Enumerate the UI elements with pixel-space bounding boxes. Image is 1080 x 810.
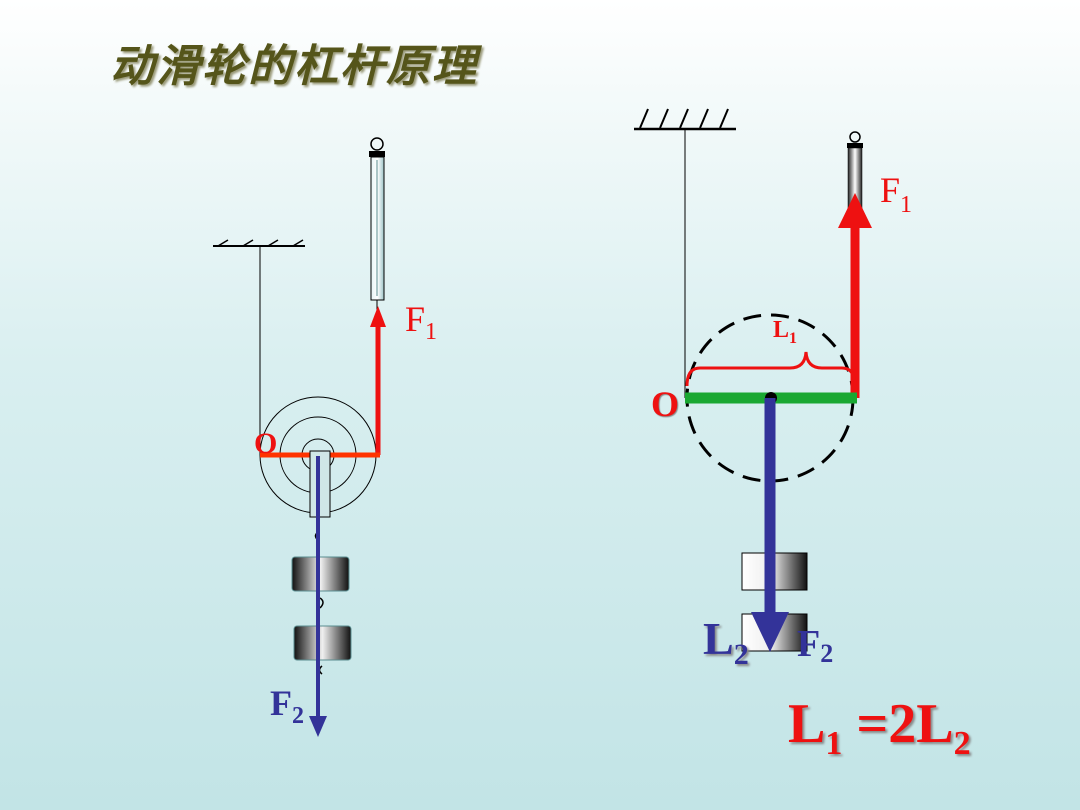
left-o-label: O [254,427,277,460]
right-diagram: F1 L1 O L2 F2 [634,108,912,671]
right-f2-arrowhead [751,612,789,652]
right-ceiling [634,108,736,131]
left-f1-arrowhead [370,306,386,327]
left-diagram: F1 O F2 [213,137,437,737]
left-f2-label: F2 [270,683,304,729]
right-f2-label: F2 [797,623,833,668]
equation-text: L1 =2L2 [788,693,971,762]
right-l1-label: L1 [773,317,797,347]
right-o-label: O [651,384,679,424]
left-f1-label: F1 [405,299,437,345]
left-ceiling [213,239,305,247]
right-l1-brace [685,351,857,387]
right-f1-arrowhead [838,193,872,228]
left-spring-scale [369,137,385,313]
left-f2-arrowhead [309,716,327,737]
left-weight-2 [293,625,352,661]
left-weight-1 [291,556,350,592]
right-f1-label: F1 [880,170,912,218]
page-title: 动滑轮的杠杆原理 [110,41,478,92]
right-l2-label: L2 [703,613,749,671]
